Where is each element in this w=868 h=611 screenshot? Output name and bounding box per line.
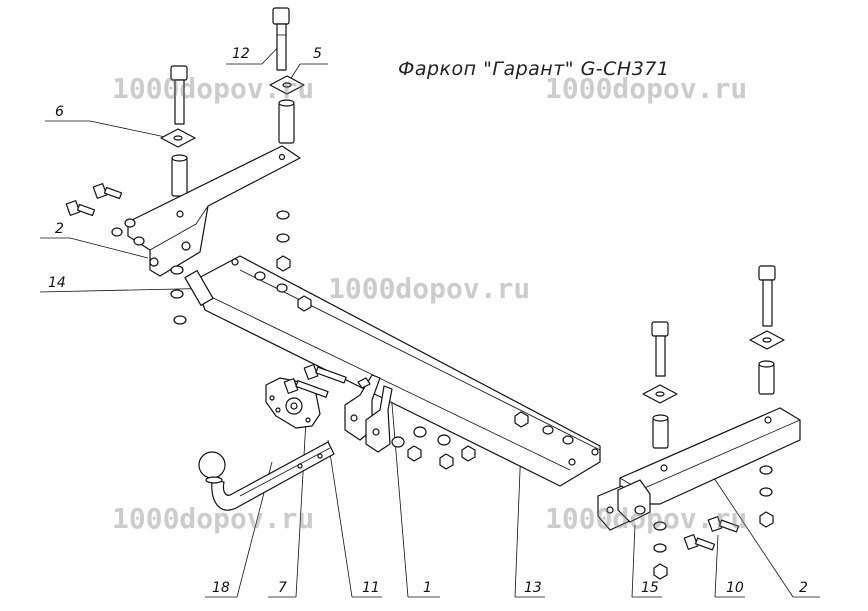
bolts-left-small [65, 183, 145, 246]
spacer-sleeve-left [171, 154, 188, 197]
bracket-2-right [597, 407, 801, 531]
washer-6 [160, 128, 196, 148]
beam-left-fasteners [170, 210, 312, 325]
right-fasteners [634, 465, 774, 580]
leader-lines [39, 39, 820, 598]
callout-2-right: 2 [799, 580, 808, 596]
bolt-12 [272, 7, 290, 71]
center-fasteners [391, 411, 574, 470]
callout-15: 15 [641, 580, 659, 596]
callout-12: 12 [232, 46, 250, 62]
bracket-2-left [127, 145, 301, 277]
mount-plates-1 [344, 374, 393, 453]
callout-14: 14 [48, 275, 66, 291]
callout-10: 10 [726, 580, 744, 596]
callout-1: 1 [423, 580, 432, 596]
callout-7: 7 [278, 580, 287, 596]
watermark-bottom-right: 1000dopov.ru [545, 502, 748, 535]
drawing-title: Фаркоп "Гарант" G-CH371 [398, 58, 670, 80]
watermark-top-right: 1000dopov.ru [545, 72, 748, 105]
callout-2-left: 2 [55, 221, 64, 237]
bolts-11 [283, 364, 347, 398]
callout-13: 13 [524, 580, 542, 596]
bolt-left-long [170, 65, 188, 125]
cross-beam-14 [184, 255, 601, 487]
washer-right-mid [642, 384, 678, 404]
bolt-right-mid [651, 321, 669, 377]
callout-5: 5 [313, 46, 322, 62]
watermark-top-left: 1000dopov.ru [112, 72, 315, 105]
washer-5 [269, 75, 305, 95]
tow-ball-arm-18 [198, 441, 335, 511]
spacer-right-mid [652, 414, 669, 449]
watermark-bottom-left: 1000dopov.ru [112, 502, 315, 535]
watermark-center: 1000dopov.ru [328, 272, 531, 305]
callout-18: 18 [212, 580, 230, 596]
callout-11: 11 [362, 580, 380, 596]
washer-right-tall [749, 330, 785, 350]
spacer-sleeve-top [278, 99, 295, 144]
callout-6: 6 [55, 104, 64, 120]
bolt-right-tall [758, 265, 776, 327]
spacer-right-tall [758, 360, 775, 395]
